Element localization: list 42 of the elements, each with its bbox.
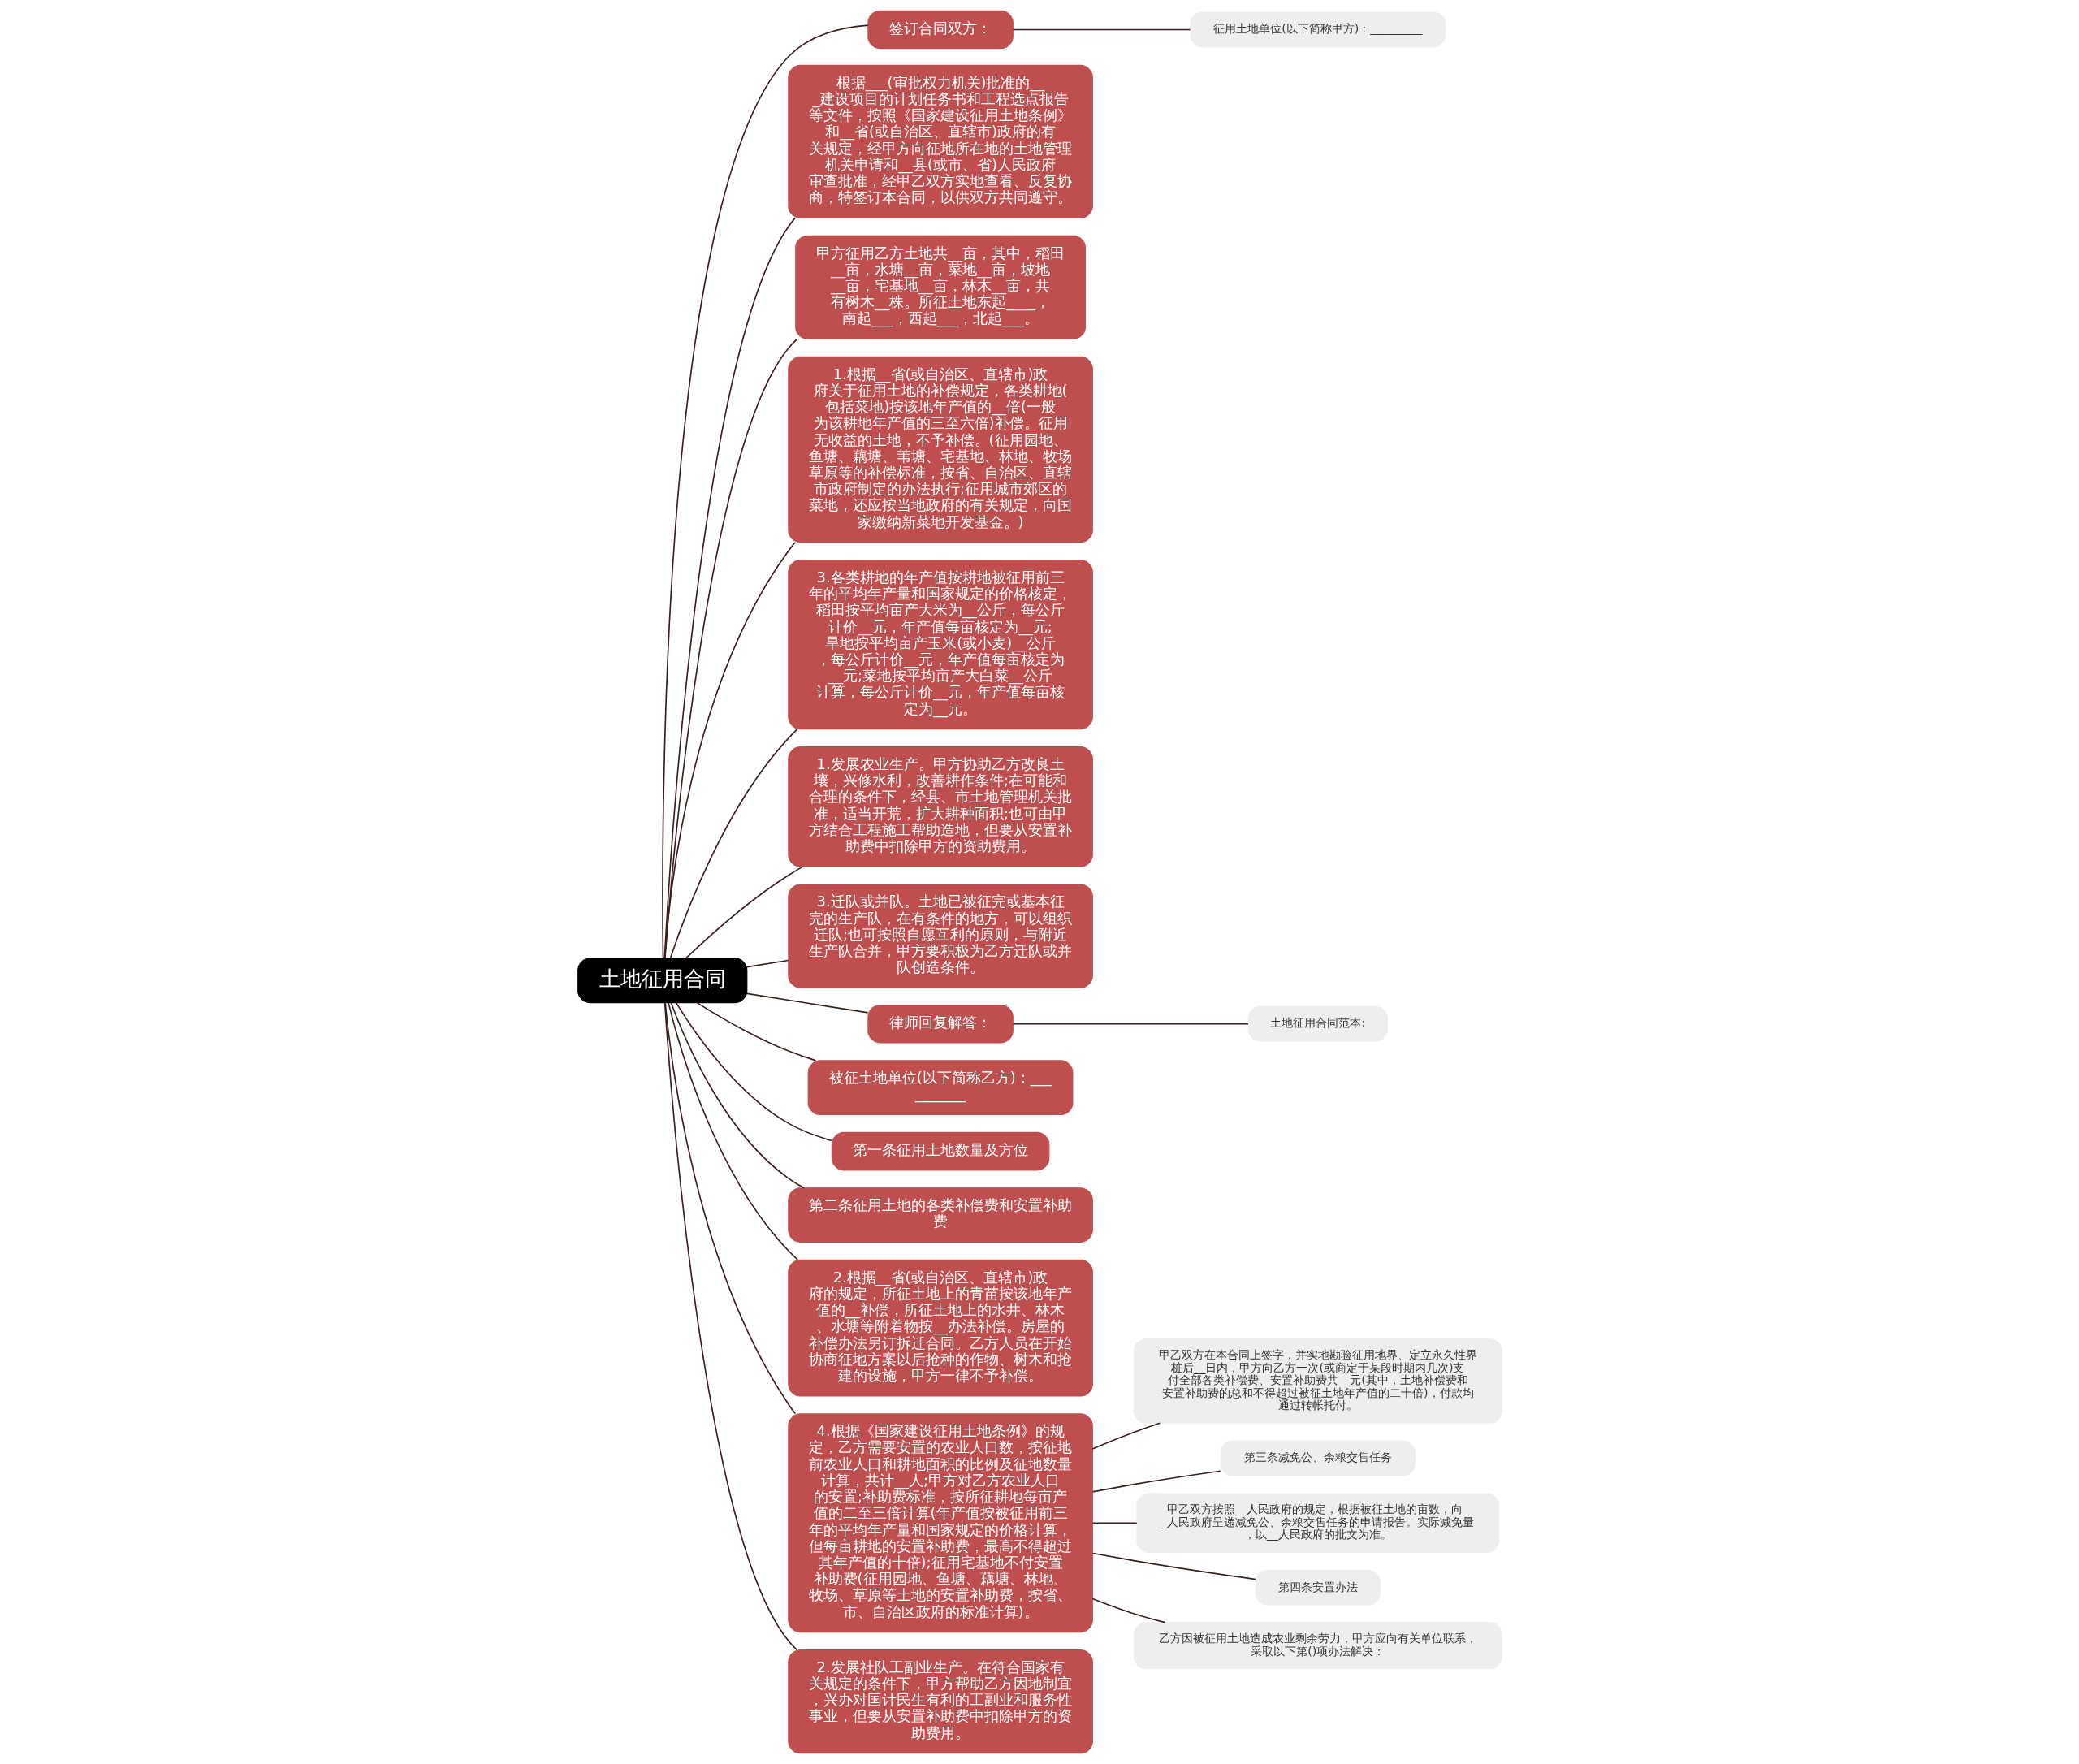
node-box: 1.发展农业生产。甲方协助乙方改良土壤，兴修水利，改善耕作条件;在可能和合理的条件下，经县、市土地管理机关批准，适当开荒，扩大耕种面积;也可由甲方结合工程施工帮助造地，但要从安置补助费中扣除甲方的资助费用。 (787, 746, 1093, 867)
connector (1091, 1598, 1165, 1623)
node-box: 被征土地单位(以下简称乙方)：__________ (807, 1060, 1073, 1116)
node-box: 甲乙双方在本合同上签字，并实地勘验征用地界、定立永久性界桩后__日内，甲方向乙方一次(或商定于某段时期内几次)支付全部各类补偿费、安置补助费共__元(其中，土地补偿费和安置补助费的总和不得超过被征土地年产值的二十倍)，付款均通过转帐托付。 (1133, 1338, 1502, 1424)
node-box: 根据___(审批权力机关)批准的___建设项目的计划任务书和工程选点报告等文件，按照《国家建设征用土地条例》和__省(或自治区、直辖市)政府的有关规定，经甲方向征地所在地的土地管理机关申请和__县(或市、省)人民政府审查批准，经甲乙双方实地查看、反复协商，特签订本合同，以供双方共同遵守。 (787, 64, 1093, 218)
node-box: 律师回复解答： (867, 1004, 1014, 1044)
connector (1091, 1422, 1161, 1450)
node-box: 甲方征用乙方土地共__亩，其中，稻田__亩，水塘__亩，菜地__亩，坡地__亩，宅基地__亩，林木__亩，共有树木__株。所征土地东起____，南起___，西起___，北起___。 (794, 235, 1086, 339)
connector (661, 24, 869, 959)
connector (663, 541, 796, 959)
node-box: 2.发展社队工副业生产。在符合国家有关规定的条件下，甲方帮助乙方因地制宜，兴办对国计民生有利的工副业和服务性事业，但要从安置补助费中扣除甲方的资助费用。 (787, 1649, 1093, 1754)
connector (685, 866, 803, 959)
node-box: 4.根据《国家建设征用土地条例》的规定，乙方需要安置的农业人口数，按征地前农业人口和耕地面积的比例及征地数量计算，共计__人;甲方对乙方农业人口的安置;补助费标准，按所征耕地每亩产值的二至三倍计算(年产值按被征用前三年的平均年产量和国家规定的价格计算，但每亩耕地的安置补助费，最高不得超过其年产值的十倍);征用宅基地不付安置补助费(征用园地、鱼塘、藕塘、林地、牧场、草原等土地的安置补助费，按省、市、自治区政府的标准计算)。 (787, 1413, 1093, 1633)
connector (1091, 1552, 1256, 1580)
node-box: 第四条安置办法 (1255, 1569, 1381, 1606)
connector (670, 1001, 805, 1189)
connector (746, 959, 789, 968)
node-box: 第二条征用土地的各类补偿费和安置补助费 (787, 1187, 1093, 1243)
connector (663, 338, 797, 959)
node-box: 土地征用合同 (577, 958, 747, 1004)
connector (675, 1001, 832, 1142)
node-box: 3.各类耕地的年产值按耕地被征用前三年的平均年产量和国家规定的价格核定，稻田按平均亩产大米为__公斤，每公斤计价__元，年产值每亩核定为__元;旱地按平均亩产玉米(或小麦)__公斤，每公斤计价__元，年产值每亩核定为__元;菜地按平均亩产大白菜__公斤计算，每公斤计价__元，年产值每亩核定为__元。 (787, 560, 1093, 730)
node-box: 签订合同双方： (867, 10, 1014, 50)
node-box: 1.根据__省(或自治区、直辖市)政府关于征用土地的补偿规定，各类耕地(包括菜地)按该地年产值的__倍(一般为该耕地年产值的三至六倍)补偿。征用无收益的土地，不予补偿。(征用园地、鱼塘、藕塘、苇塘、宅基地、林地、牧场草原等的补偿标准，按省、自治区、直辖市政府制定的办法执行;征用城市郊区的菜地，还应按当地政府的有关规定，向国家缴纳新菜地开发基金。) (787, 356, 1093, 543)
node-box: 第三条减免公、余粮交售任务 (1220, 1440, 1416, 1476)
connector (1012, 28, 1191, 31)
node-box: 2.根据__省(或自治区、直辖市)政府的规定，所征土地上的青苗按该地年产值的__补偿，所征土地上的水井、林木、水塘等附着物按__办法补偿。房屋的补偿办法另订拆迁合同。乙方人员在开始协商征地方案以后抢种的作物、树木和抢建的设施，甲方一律不予补偿。 (787, 1259, 1093, 1397)
node-box: 第一条征用土地数量及方位 (831, 1131, 1049, 1171)
connector (1091, 1522, 1138, 1524)
connector (667, 1002, 798, 1260)
connector (663, 217, 796, 959)
node-box: 3.迁队或并队。土地已被征完或基本征完的生产队，在有条件的地方，可以组织迁队;也可按照自愿互利的原则，与附近生产队合并，甲方要积极为乙方迁队或并队创造条件。 (787, 884, 1093, 988)
connector (1012, 1023, 1249, 1025)
node-box: 征用土地单位(以下简称甲方)：_________ (1189, 11, 1446, 48)
connector (695, 1001, 816, 1061)
connector (1091, 1470, 1221, 1493)
connector (663, 1001, 797, 1651)
connector (746, 992, 868, 1014)
connector (669, 729, 798, 959)
node-box: 乙方因被征用土地造成农业剩余劳力，甲方应向有关单位联系，采取以下第()项办法解决： (1133, 1622, 1502, 1670)
node-box: 甲乙双方按照__人民政府的规定，根据被征土地的亩数，向__人民政府呈递减免公、余粮交售任务的申请报告。实际减免量，以__人民政府的批文为准。 (1135, 1493, 1499, 1554)
node-box: 土地征用合同范本: (1247, 1005, 1388, 1042)
